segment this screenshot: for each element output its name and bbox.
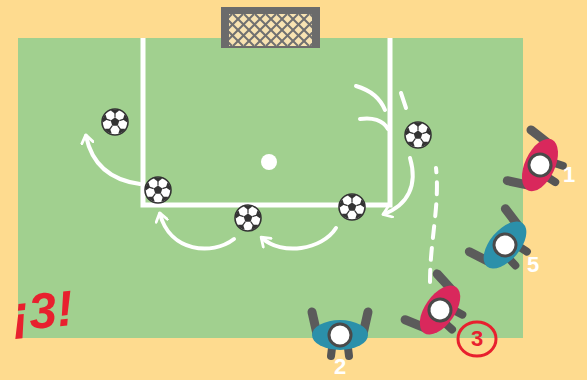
soccer-ball	[232, 202, 264, 232]
soccer-ball	[99, 106, 131, 136]
player-number: 3	[462, 326, 492, 352]
soccer-ball	[402, 119, 434, 149]
player-number: 2	[325, 354, 355, 380]
penalty-spot	[261, 154, 277, 170]
player: 2	[295, 290, 385, 380]
movement-arrows	[86, 86, 437, 282]
count-note: ¡3!	[9, 279, 76, 343]
balls	[99, 106, 434, 232]
soccer-ball	[336, 191, 368, 221]
player: 1	[495, 120, 585, 210]
player-number: 1	[554, 162, 584, 188]
player: 3	[395, 265, 485, 355]
soccer-ball	[142, 174, 174, 204]
penalty-box	[143, 38, 390, 205]
number-circle	[458, 322, 496, 356]
player: 5	[460, 200, 550, 290]
player-number: 5	[518, 252, 548, 278]
goal	[189, 7, 397, 48]
